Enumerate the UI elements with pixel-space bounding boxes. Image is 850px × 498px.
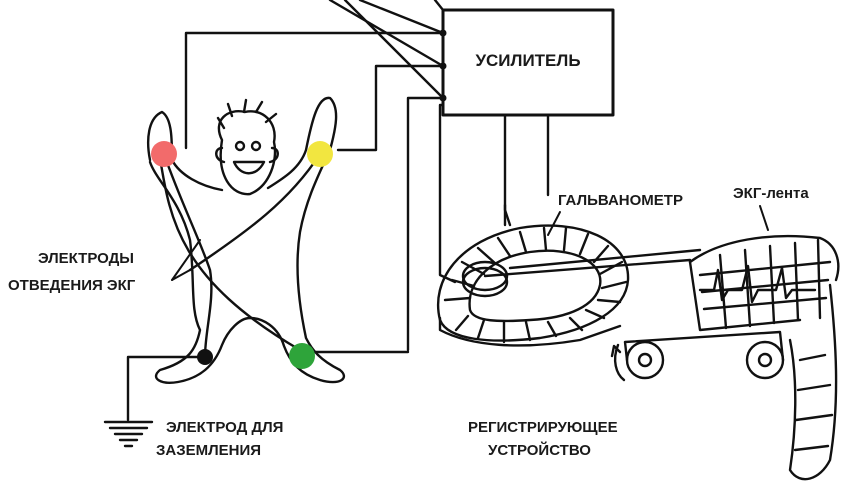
ground-label-line2: ЗАЗЕМЛЕНИЯ (156, 442, 261, 459)
electrodes-label-line2: ОТВЕДЕНИЯ ЭКГ (8, 277, 136, 294)
right-arm-electrode (151, 141, 177, 167)
ground-symbol (103, 420, 154, 448)
patient-figure (147, 96, 346, 384)
galvanometer-label: ГАЛЬВАНОМЕТР (558, 192, 683, 209)
amplifier-label: УСИЛИТЕЛЬ (475, 51, 580, 70)
recorder-label-line1: РЕГИСТРИРУЮЩЕЕ (468, 419, 618, 436)
left-leg-electrode (289, 343, 315, 369)
amplifier-block: УСИЛИТЕЛЬ (439, 8, 615, 117)
right-leg-ground-electrode (197, 349, 213, 365)
recorder-label-line2: УСТРОЙСТВО (488, 441, 591, 459)
galvanometer (436, 203, 702, 347)
left-arm-electrode (307, 141, 333, 167)
patient-head (217, 110, 277, 196)
ecg-tape-label: ЭКГ-лента (733, 185, 809, 202)
electrodes-label-line1: ЭЛЕКТРОДЫ (38, 250, 134, 267)
ecg-recorder (610, 234, 840, 481)
electrode-label-pointers (171, 239, 201, 281)
ground-label-line1: ЭЛЕКТРОД ДЛЯ (166, 419, 283, 436)
lead-wires (126, 0, 550, 422)
